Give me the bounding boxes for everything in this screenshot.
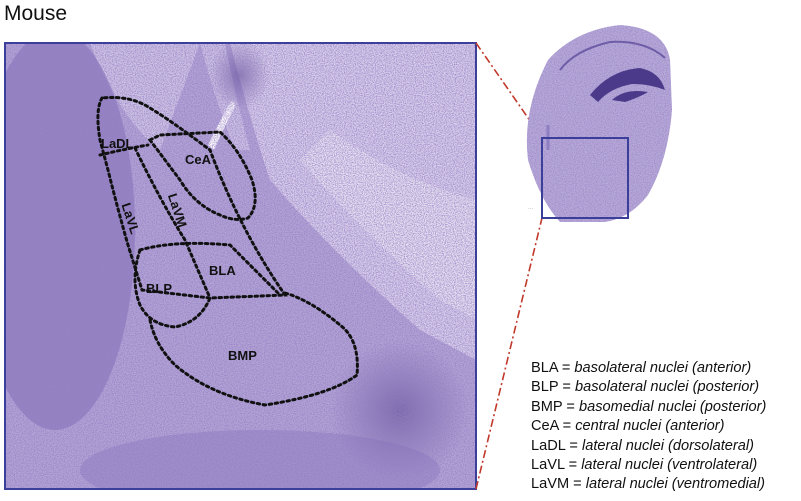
outline-blp xyxy=(133,248,212,329)
legend-abbr: CeA xyxy=(531,418,559,435)
legend-row: CeA = central nuclei (anterior) xyxy=(531,417,799,436)
legend-sep: = xyxy=(557,360,575,376)
outline-lavl-lavm-divider xyxy=(133,146,212,300)
legend-definition: basolateral nuclei (posterior) xyxy=(574,379,760,396)
outline-bmp xyxy=(148,291,359,407)
region-label: LaDL xyxy=(101,136,134,151)
overview-brain-section: ··· xyxy=(526,25,672,222)
legend-sep: = xyxy=(558,418,576,435)
outline-lateral xyxy=(96,96,288,300)
legend-row: BLA = basolateral nuclei (anterior) xyxy=(531,359,799,378)
legend-sep: = xyxy=(562,398,580,415)
outline-bla xyxy=(138,241,282,297)
legend-definition: lateral nuclei (dorsolateral) xyxy=(582,437,754,454)
legend-definition: lateral nuclei (ventromedial) xyxy=(585,476,766,493)
legend-abbr: BLA xyxy=(531,360,558,376)
region-label: BLA xyxy=(209,263,236,278)
figure-title: Mouse xyxy=(4,2,68,25)
abbreviation-legend: BLA = basolateral nuclei (anterior) BLP … xyxy=(531,359,799,495)
region-label: CeA xyxy=(185,152,212,167)
legend-definition: basolateral nuclei (anterior) xyxy=(574,360,752,376)
legend-abbr: LaVL xyxy=(531,457,565,474)
legend-sep: = xyxy=(564,457,582,474)
legend-abbr: LaVM xyxy=(531,476,570,493)
histology-panel xyxy=(5,43,476,489)
svg-text:···: ··· xyxy=(528,206,533,212)
outline-cea xyxy=(147,130,257,221)
legend-row: LaVM = lateral nuclei (ventromedial) xyxy=(531,475,799,494)
legend-abbr: LaDL xyxy=(531,437,566,454)
region-label: BLP xyxy=(146,281,172,296)
legend-row: LaDL = lateral nuclei (dorsolateral) xyxy=(531,437,799,456)
legend-abbr: BMP xyxy=(531,398,563,415)
legend-row: BLP = basolateral nuclei (posterior) xyxy=(531,378,799,397)
legend-sep: = xyxy=(558,379,575,396)
region-label: BMP xyxy=(228,348,257,363)
legend-sep: = xyxy=(565,437,582,454)
outline-ladl-divider xyxy=(98,143,150,157)
legend-row: LaVL = lateral nuclei (ventrolateral) xyxy=(531,456,799,475)
legend-sep: = xyxy=(569,476,586,493)
legend-definition: central nuclei (anterior) xyxy=(575,418,725,435)
legend-definition: lateral nuclei (ventrolateral) xyxy=(581,457,758,474)
legend-row: BMP = basomedial nuclei (posterior) xyxy=(531,398,799,417)
region-outlines xyxy=(96,96,359,407)
overview-highlight-box xyxy=(541,137,629,219)
connector-bottom xyxy=(475,217,543,490)
legend-definition: basomedial nuclei (posterior) xyxy=(579,398,767,415)
main-panel-frame xyxy=(4,42,477,490)
legend-abbr: BLP xyxy=(531,379,559,396)
